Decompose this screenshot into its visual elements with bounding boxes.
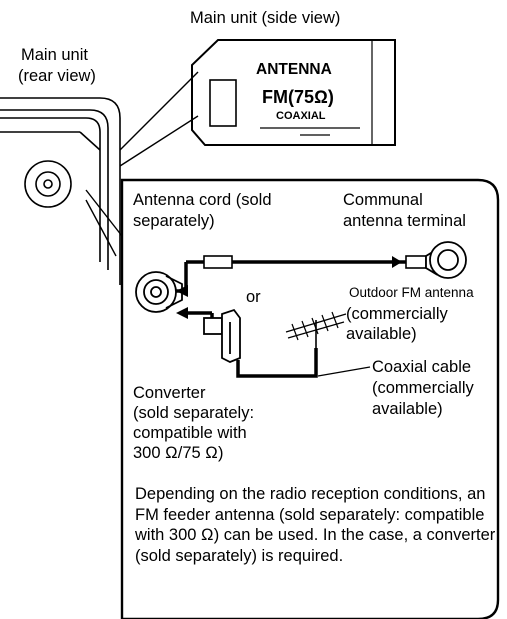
- cord-plug-left: [203, 255, 233, 269]
- antenna-cord-label-line2: separately): [133, 212, 215, 230]
- outdoor-antenna-label-line3: available): [346, 325, 417, 343]
- jack-coaxial-label: COAXIAL: [276, 110, 326, 122]
- callout-jack-icon: [135, 271, 183, 313]
- converter-label-line4: 300 Ω/75 Ω): [133, 444, 224, 462]
- communal-terminal-icon: [425, 241, 467, 279]
- outdoor-antenna-label-line2: (commercially: [346, 305, 448, 323]
- rear-view-label-line1: Main unit: [21, 46, 88, 64]
- main-unit-side-view: [191, 39, 396, 146]
- communal-label-line1: Communal: [343, 191, 423, 209]
- jack-fm-label: FM(75Ω): [262, 87, 334, 107]
- cord-plug-right: [405, 255, 427, 269]
- antenna-cord-label-line1: Antenna cord (sold: [133, 191, 272, 209]
- converter-label-line2: (sold separately:: [133, 404, 255, 422]
- arrow-to-communal: [392, 256, 402, 268]
- arrow-to-jack-bottom: [176, 307, 188, 319]
- zoom-lines: [85, 71, 199, 257]
- side-view-label: Main unit (side view): [190, 9, 341, 27]
- converter-icon: [203, 308, 241, 363]
- antenna-jack-icon: [24, 160, 72, 208]
- reception-note: Depending on the radio reception conditi…: [135, 485, 496, 565]
- coaxial-cable-label-line1: Coaxial cable: [372, 358, 472, 376]
- outdoor-antenna-icon: [285, 311, 347, 348]
- converter-label-line1: Converter: [133, 384, 206, 402]
- or-label: or: [246, 288, 261, 306]
- cord-plugs: [203, 255, 427, 269]
- coaxial-cable-label-line3: available): [372, 400, 443, 418]
- jack-antenna-label: ANTENNA: [256, 61, 332, 78]
- rear-view-label-line2: (rear view): [18, 67, 96, 85]
- coaxial-cable-label-line2: (commercially: [372, 379, 474, 397]
- communal-label-line2: antenna terminal: [343, 212, 466, 230]
- main-unit-rear-view: [0, 97, 121, 285]
- outdoor-antenna-label-line1: Outdoor FM antenna: [349, 285, 474, 300]
- converter-label-line3: compatible with: [133, 424, 247, 442]
